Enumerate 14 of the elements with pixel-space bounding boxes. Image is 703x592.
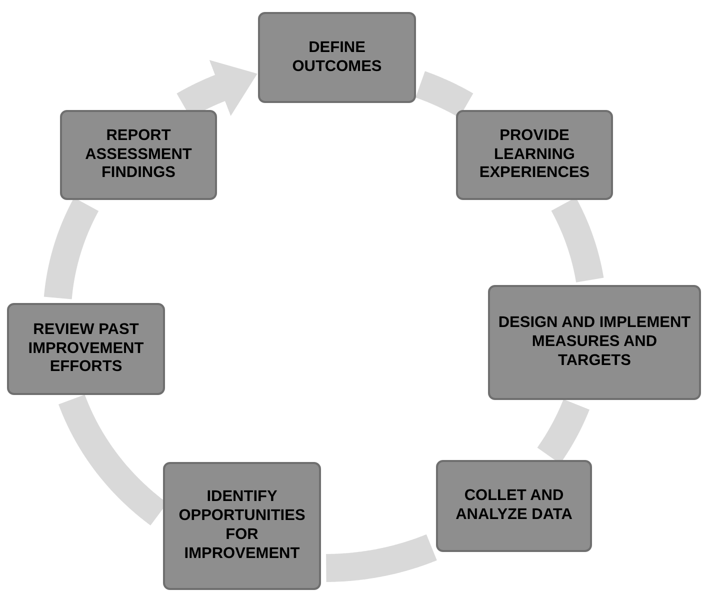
step-label: DESIGN AND IMPLEMENT MEASURES AND TARGETS	[497, 314, 692, 371]
step-label: DEFINE OUTCOMES	[291, 38, 383, 76]
step-box	[163, 462, 321, 590]
step-box	[436, 460, 592, 552]
step-label: COLLET AND ANALYZE DATA	[454, 487, 574, 525]
step-box	[258, 12, 416, 103]
step-box	[60, 110, 217, 200]
step-box	[488, 285, 701, 400]
step-box	[7, 303, 165, 395]
step-box	[456, 110, 613, 200]
step-label: PROVIDE LEARNING EXPERIENCES	[478, 126, 591, 184]
step-label: IDENTIFY OPPORTUNITIES FOR IMPROVEMENT	[178, 488, 306, 564]
step-label: REPORT ASSESSMENT FINDINGS	[84, 126, 193, 184]
step-label: REVIEW PAST IMPROVEMENT EFFORTS	[27, 320, 145, 378]
